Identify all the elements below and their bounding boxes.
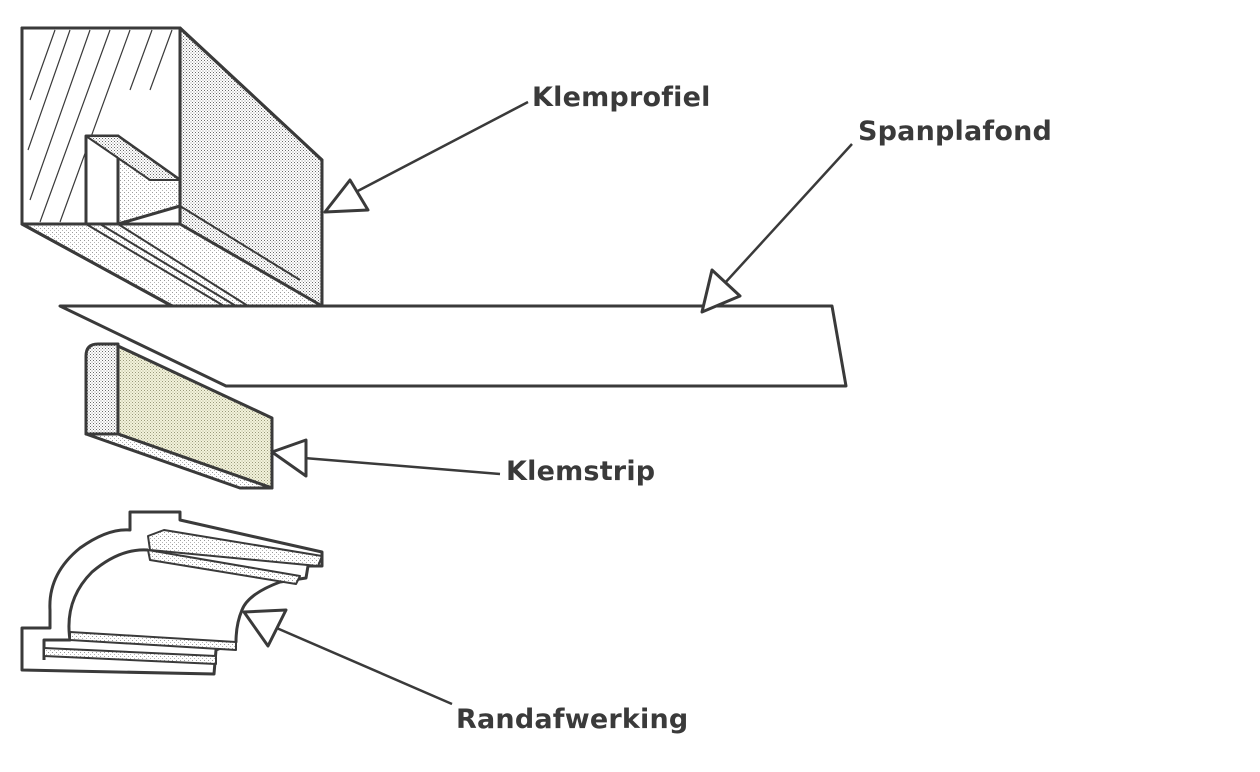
klemprofiel-slot-back (85, 135, 181, 181)
label-klemstrip: Klemstrip (506, 456, 656, 487)
arrow-triangle-icon (242, 608, 288, 648)
klemstrip-end-face (84, 342, 120, 436)
randafwerking-mouldings (43, 529, 323, 665)
label-spanplafond: Spanplafond (858, 116, 1053, 147)
leader-klemstrip (270, 438, 501, 478)
klemstrip-part (84, 342, 274, 490)
klemprofiel-hatching (27, 29, 173, 223)
klemprofiel-bottom-lines (85, 205, 301, 307)
leader-klemprofiel (323, 100, 529, 214)
randafwerking-part (20, 510, 324, 676)
arrow-triangle-icon (270, 438, 308, 478)
klemstrip-bottom-face (84, 432, 274, 490)
spanplafond-part (58, 304, 848, 388)
klemprofiel-part (20, 26, 324, 308)
label-randafwerking: Randafwerking (456, 704, 689, 735)
label-klemprofiel: Klemprofiel (532, 82, 711, 113)
leader-randafwerking (242, 608, 453, 706)
leader-spanplafond (700, 143, 853, 314)
arrow-triangle-icon (700, 268, 742, 314)
arrow-triangle-icon (323, 178, 370, 214)
